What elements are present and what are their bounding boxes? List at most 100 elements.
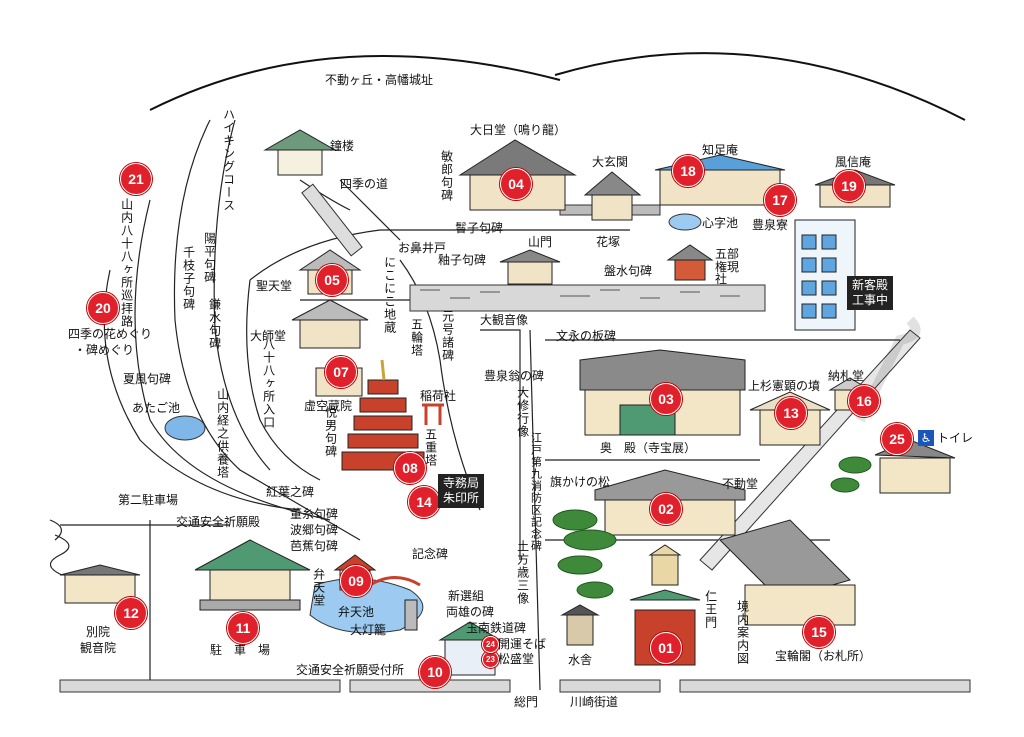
office-tag-line1: 寺務局 xyxy=(443,476,480,490)
map-pin-19[interactable]: 19 xyxy=(833,170,865,202)
bentenike-label: 弁天池 xyxy=(338,605,375,619)
kouyou-label: 紅葉之碑 xyxy=(266,485,315,499)
hatakake-label: 旗かけの松 xyxy=(550,475,611,489)
gobugongensha-label: 五部権現社 xyxy=(715,247,740,287)
kafu-label: 夏風句碑 xyxy=(123,372,172,386)
hachijuhakkasho-tour-label: 山内八十八ヶ所巡拝路 xyxy=(119,198,134,328)
shinsengumi-label: 新選組 xyxy=(448,589,485,603)
map-pin-18[interactable]: 18 xyxy=(672,155,704,187)
yuzukuhi-label: 釉子句碑 xyxy=(438,253,487,267)
map-pin-01[interactable]: 01 xyxy=(650,632,682,664)
kaiun-label: 開運そば xyxy=(498,637,547,651)
yohei-label: 陽平句碑 xyxy=(202,232,217,284)
map-pin-05[interactable]: 05 xyxy=(316,264,348,296)
gorinto-label: 五輪塔 xyxy=(409,318,424,357)
map-pin-03[interactable]: 03 xyxy=(650,383,682,415)
dainichido-label: 大日堂（鳴り龍） xyxy=(470,123,567,137)
uketsuke-label: 交通安全祈願受付所 xyxy=(296,663,405,677)
uesugi-label: 上杉憲顕の墳 xyxy=(748,379,821,393)
himeguri-label: ・碑めぐり xyxy=(74,343,135,357)
keishikuhi-label: 鬙子句碑 xyxy=(455,221,504,235)
betsuin-label: 別院 xyxy=(86,625,111,639)
map-pin-13[interactable]: 13 xyxy=(775,397,807,429)
ryoyu-label: 両雄の碑 xyxy=(446,605,495,619)
office-tag[interactable]: 寺務局 朱印所 xyxy=(438,474,485,508)
bansuikuhi-label: 盤水句碑 xyxy=(604,264,653,278)
map-pin-11[interactable]: 11 xyxy=(227,612,259,644)
niomon-label: 仁王門 xyxy=(703,590,718,629)
bunei-label: 文永の板碑 xyxy=(556,329,617,343)
kotsuanzen-label: 交通安全祈願殿 xyxy=(176,515,261,529)
map-pin-16[interactable]: 16 xyxy=(848,385,880,417)
map-pin-08[interactable]: 08 xyxy=(394,452,426,484)
atago-label: あたご池 xyxy=(132,401,181,415)
niko-niko-label: にこにこ地蔵 xyxy=(382,256,397,334)
new-guest-hall-line1: 新客殿 xyxy=(852,278,889,292)
map-pin-12[interactable]: 12 xyxy=(115,597,147,629)
fushinan-label: 風信庵 xyxy=(835,155,872,169)
keidai-label: 境内案内図 xyxy=(735,600,750,665)
map-pin-04[interactable]: 04 xyxy=(500,168,532,200)
hakyo-label: 波郷句碑 xyxy=(290,523,339,537)
shoseido-label: 松盛堂 xyxy=(498,652,535,666)
chieko-label: 千枝子句碑 xyxy=(181,246,196,311)
shikinomichi-label: 四季の道 xyxy=(340,177,389,191)
parking-label: 駐 車 場 xyxy=(210,643,271,657)
parking2-label: 第二駐車場 xyxy=(118,493,179,507)
daishugyo-label: 大修行像 xyxy=(515,386,530,438)
binro-label: 敏郎句碑 xyxy=(439,150,454,202)
map-pin-17[interactable]: 17 xyxy=(764,184,796,216)
map-pin-23[interactable]: 23 xyxy=(482,651,499,668)
hanazuka-label: 花塚 xyxy=(596,235,621,249)
kinenhi-label: 記念碑 xyxy=(412,547,449,561)
taishido-label: 大師堂 xyxy=(250,329,287,343)
map-pin-20[interactable]: 20 xyxy=(87,292,119,324)
map-pin-25[interactable]: 25 xyxy=(881,423,913,455)
sanmon-label: 山門 xyxy=(528,235,553,249)
map-pin-14[interactable]: 14 xyxy=(408,486,440,518)
restroom-label: トイレ xyxy=(937,431,974,445)
map-pin-21[interactable]: 21 xyxy=(120,163,152,195)
nosatsudo-label: 納札堂 xyxy=(828,369,865,383)
daitoro-label: 大灯籠 xyxy=(350,623,387,637)
kokuzoin-label: 虚空蔵院 xyxy=(304,399,353,413)
hachijuhakkasho-entry-label: 八十八ヶ所入口 xyxy=(261,338,276,429)
edo-label: 江戸第九消防区記念碑 xyxy=(529,432,543,552)
hijikata-label: 土方歳三像 xyxy=(515,540,530,605)
yamanouchi-label: 山内経之供養塔 xyxy=(215,388,230,479)
shotendo-label: 聖天堂 xyxy=(256,279,293,293)
map-pin-24[interactable]: 24 xyxy=(482,636,499,653)
motoyoshi-label: 元号諸碑 xyxy=(440,310,455,362)
daikannon-label: 大観音像 xyxy=(480,313,529,327)
wheelchair-icon: ♿ xyxy=(918,430,934,446)
shinjiike-label: 心字池 xyxy=(702,216,739,230)
shoro-label: 鐘楼 xyxy=(330,139,355,153)
goju-label: 五重塔 xyxy=(423,428,438,467)
shikimeguri-label: 四季の花めぐり xyxy=(68,327,153,341)
new-guest-hall-tag[interactable]: 新客殿 工事中 xyxy=(847,276,894,310)
map-pin-15[interactable]: 15 xyxy=(803,616,835,648)
chozuya-label: 水舎 xyxy=(568,653,593,667)
daigenkan-label: 大玄関 xyxy=(592,155,629,169)
map-pin-07[interactable]: 07 xyxy=(325,356,357,388)
heishi-label: 董糸句碑 xyxy=(290,507,339,521)
kannonin-label: 観音院 xyxy=(80,641,117,655)
map-pin-02[interactable]: 02 xyxy=(650,493,682,525)
map-pin-09[interactable]: 09 xyxy=(340,565,372,597)
main-hall-label: 奥 殿（寺宝展） xyxy=(600,441,697,455)
benten-label: 弁天堂 xyxy=(311,568,326,607)
somon-label: 総門 xyxy=(514,695,539,709)
ohanaido-label: お鼻井戸 xyxy=(398,241,447,255)
office-tag-line2: 朱印所 xyxy=(443,491,480,505)
top-label: 不動ヶ丘・高幡城址 xyxy=(325,73,434,87)
kamasui-label: 鎌水句碑 xyxy=(207,298,222,350)
map-pin-10[interactable]: 10 xyxy=(419,656,451,688)
chisokuan-label: 知足庵 xyxy=(702,143,739,157)
fudodo-label: 不動堂 xyxy=(722,477,759,491)
new-guest-hall-line2: 工事中 xyxy=(852,293,889,307)
inari-label: 稲荷社 xyxy=(420,389,457,403)
housenoki-label: 豊泉翁の碑 xyxy=(484,369,545,383)
tamanan-label: 玉南鉄道碑 xyxy=(466,621,527,635)
housenryo-label: 豊泉寮 xyxy=(752,218,789,232)
